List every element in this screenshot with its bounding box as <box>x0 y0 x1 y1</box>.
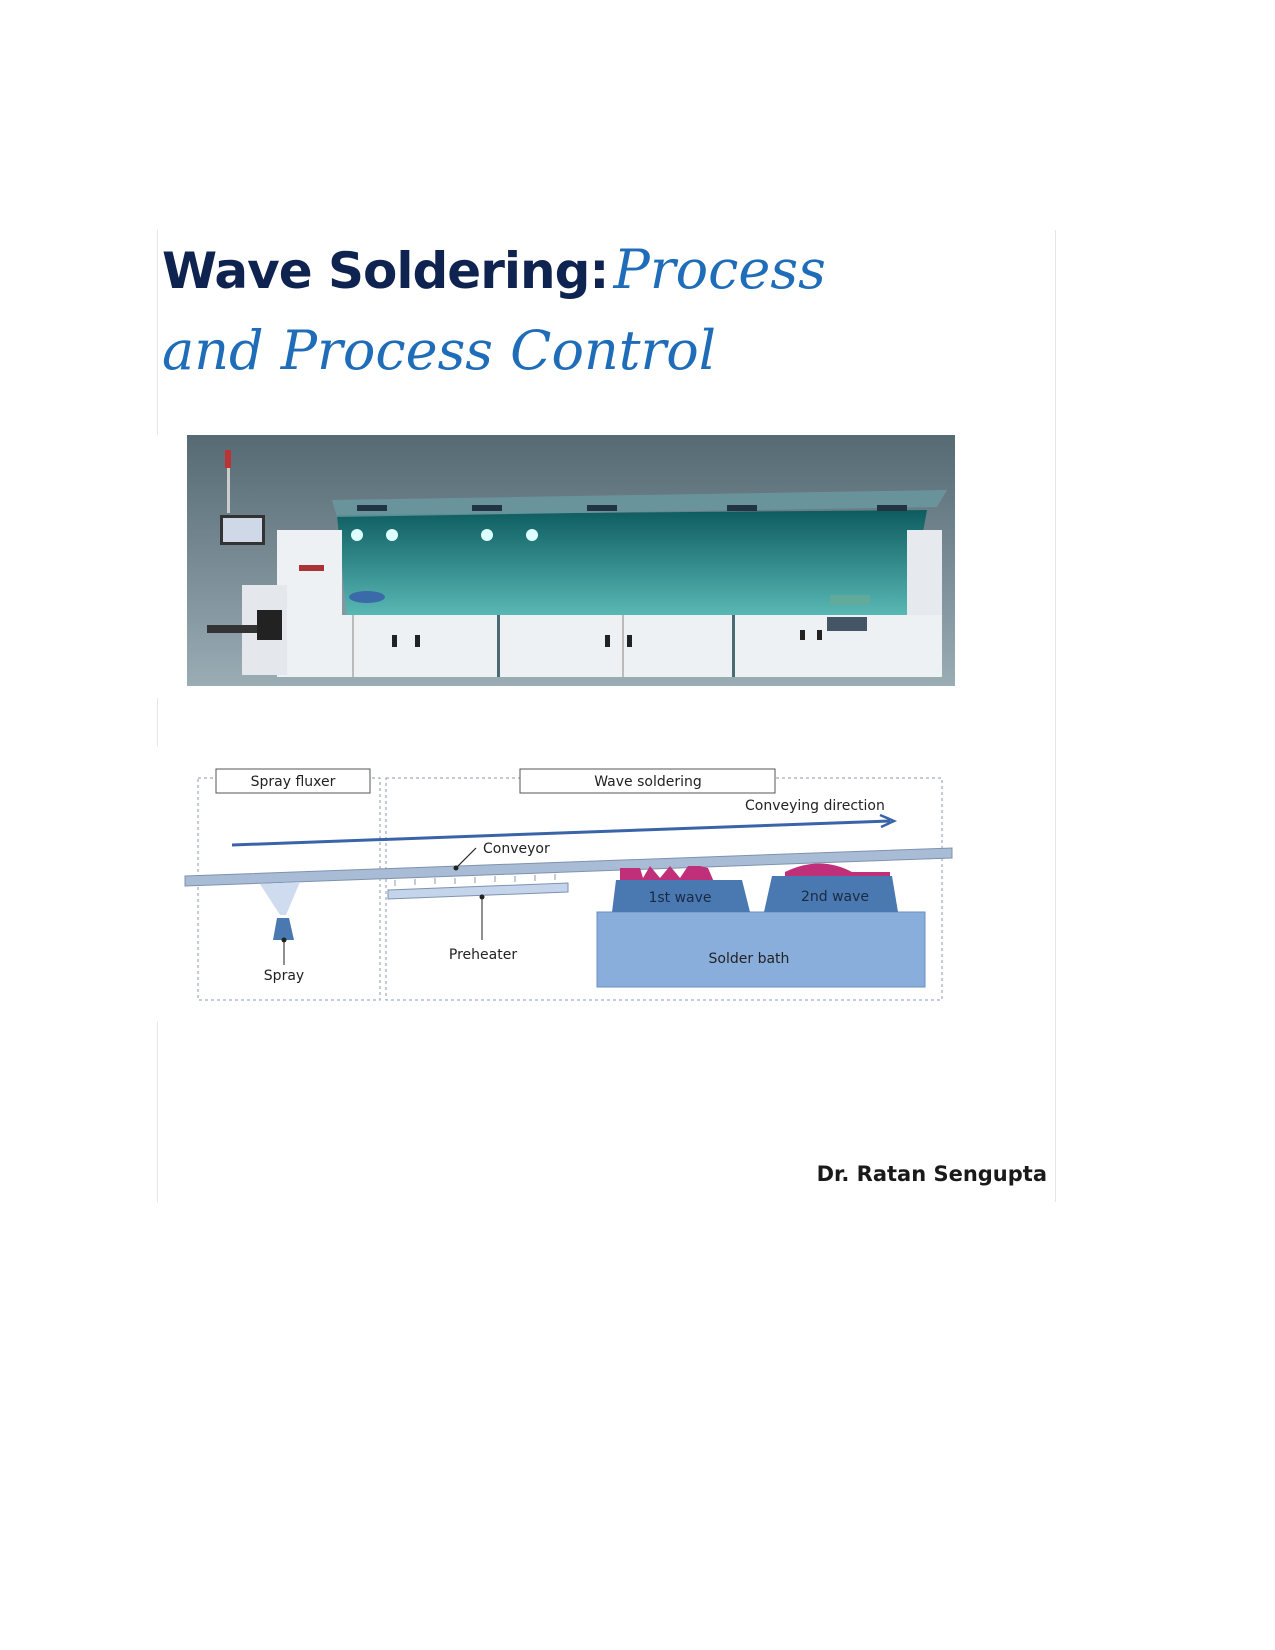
title-italic-2: and Process Control <box>162 319 717 382</box>
preheater-label: Preheater <box>449 947 517 963</box>
title-bold: Wave Soldering: <box>162 242 609 300</box>
first-wave-solder <box>620 866 714 882</box>
wave-soldering-label: Wave soldering <box>594 774 702 790</box>
page-border-right <box>1055 230 1056 1202</box>
title-italic-1: Process <box>613 238 826 301</box>
solder-bath <box>596 911 926 988</box>
author-name: Dr. Ratan Sengupta <box>816 1162 1047 1186</box>
wave-soldering-machine-photo <box>187 435 955 686</box>
conveying-direction-label: Conveying direction <box>745 798 885 814</box>
solder-bath-label: Solder bath <box>709 951 790 967</box>
second-wave-label: 2nd wave <box>801 889 869 905</box>
spray-cone <box>260 882 300 915</box>
second-wave <box>764 876 898 912</box>
second-wave-solder <box>785 863 890 878</box>
page-border-left <box>157 698 158 746</box>
wave-soldering-process-diagram: Spray fluxer Wave soldering Conveying di… <box>184 768 953 1001</box>
page-border-left <box>157 1022 158 1202</box>
spray-nozzle <box>273 918 294 940</box>
first-wave-label: 1st wave <box>648 890 711 906</box>
first-wave <box>612 880 750 912</box>
conveyor-label: Conveyor <box>483 841 550 857</box>
spray-fluxer-label: Spray fluxer <box>251 774 336 790</box>
conveyor-belt <box>184 847 953 887</box>
page-border-left <box>157 230 158 435</box>
preheater <box>387 882 569 900</box>
book-title: Wave Soldering: Process and Process Cont… <box>162 236 1062 398</box>
conveying-direction-arrow <box>231 819 891 847</box>
spray-label: Spray <box>264 968 304 984</box>
